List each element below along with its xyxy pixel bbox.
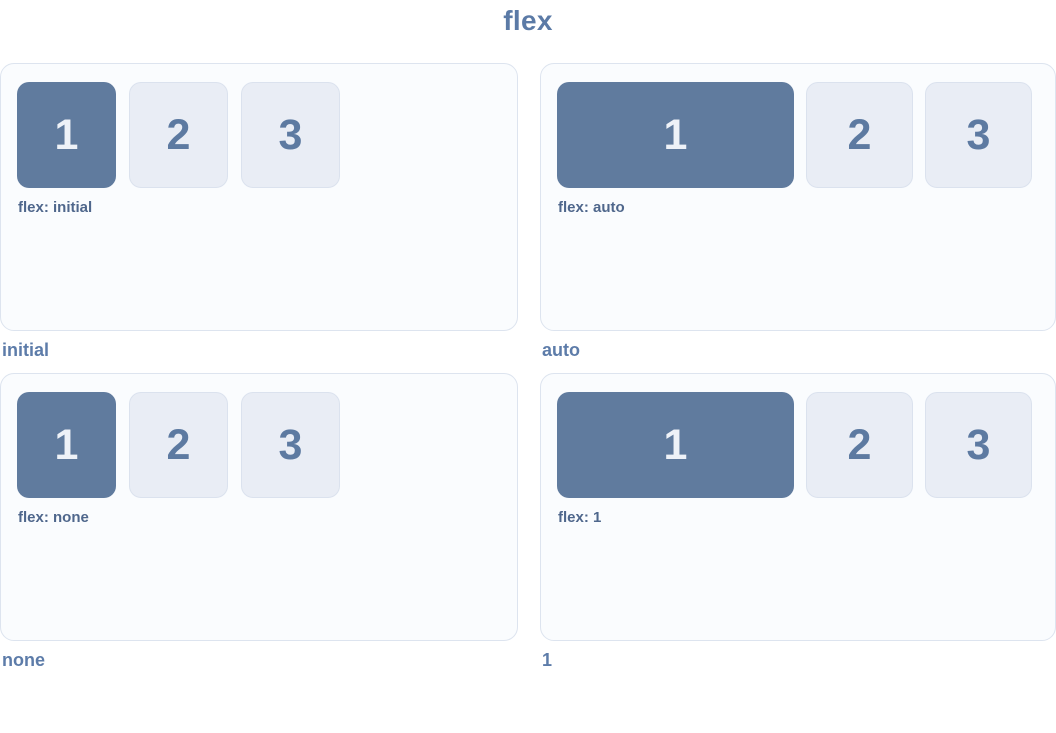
flex-item-2: 2 bbox=[806, 392, 913, 498]
page-title: flex bbox=[503, 5, 553, 36]
demo-panel: 1 2 3 flex: auto bbox=[540, 63, 1056, 331]
flex-item-1: 1 bbox=[557, 392, 794, 498]
flex-value-label: flex: initial bbox=[18, 199, 93, 216]
flex-item-3: 3 bbox=[241, 82, 340, 188]
flex-item-2: 2 bbox=[129, 392, 228, 498]
demo-grid: 1 2 3 flex: initial initial 1 2 3 flex: … bbox=[0, 63, 1056, 671]
demo-panel: 1 2 3 flex: none bbox=[0, 373, 518, 641]
demo-cell-initial: 1 2 3 flex: initial initial bbox=[0, 63, 518, 361]
demo-cell-auto: 1 2 3 flex: auto auto bbox=[540, 63, 1056, 361]
flex-item-1: 1 bbox=[17, 82, 116, 188]
flex-value-label: flex: auto bbox=[558, 199, 625, 216]
demo-cell-1: 1 2 3 flex: 1 1 bbox=[540, 373, 1056, 671]
panel-caption: none bbox=[2, 650, 45, 670]
demo-panel: 1 2 3 flex: initial bbox=[0, 63, 518, 331]
flex-container: 1 2 3 bbox=[557, 82, 1039, 188]
flex-container: 1 2 3 bbox=[17, 82, 501, 188]
flex-item-2: 2 bbox=[806, 82, 913, 188]
demo-cell-none: 1 2 3 flex: none none bbox=[0, 373, 518, 671]
flex-item-2: 2 bbox=[129, 82, 228, 188]
flex-value-label: flex: none bbox=[18, 509, 89, 526]
flex-value-label: flex: 1 bbox=[558, 509, 602, 526]
flex-item-1: 1 bbox=[557, 82, 794, 188]
flex-container: 1 2 3 bbox=[17, 392, 501, 498]
flex-container: 1 2 3 bbox=[557, 392, 1039, 498]
flex-item-3: 3 bbox=[241, 392, 340, 498]
flex-item-3: 3 bbox=[925, 82, 1032, 188]
flex-item-3: 3 bbox=[925, 392, 1032, 498]
panel-caption: 1 bbox=[542, 650, 553, 670]
panel-caption: auto bbox=[542, 340, 580, 360]
demo-panel: 1 2 3 flex: 1 bbox=[540, 373, 1056, 641]
flex-item-1: 1 bbox=[17, 392, 116, 498]
panel-caption: initial bbox=[2, 340, 50, 360]
